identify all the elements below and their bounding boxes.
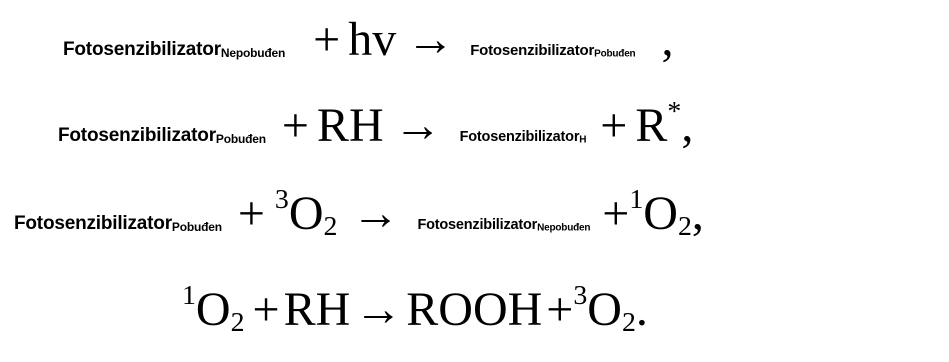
photosensitizer-ground-label: FotosenzibilizatorNepobuđen [63,39,286,60]
hydroperoxide-rooh: ROOH [406,283,543,336]
equation-peroxide-formation: 1O2 + RH → ROOH + 3O2 . [182,280,648,339]
photosensitizer-h-label: FotosenzibilizatorH [459,129,587,146]
end-period: . [635,283,648,336]
plus-sign: + [252,283,280,336]
plus-sign: + [546,283,574,336]
singlet-oxygen: 1O2 [629,184,692,243]
equation-singlet-oxygen-generation: FotosenzibilizatorPobuđen + 3O2 → Fotose… [14,184,704,243]
plus-sign: + [281,99,309,152]
plus-sign: + [602,187,630,240]
photosensitizer-excited-label: FotosenzibilizatorPobuđen [470,42,636,60]
equation-hydrogen-abstraction: FotosenzibilizatorPobuđen + RH → Fotosen… [58,96,694,153]
triplet-oxygen: 3O2 [573,280,636,339]
photosensitizer-excited-label: FotosenzibilizatorPobuđen [14,213,222,234]
reaction-arrow: → [406,13,455,66]
singlet-oxygen: 1O2 [182,280,245,339]
plus-sign: + [237,187,265,240]
radical-r: R* [635,96,682,152]
substrate-rh: RH [283,283,351,336]
photosensitizer-ground-label: FotosenzibilizatorNepobuđen [417,217,591,234]
separator-comma: , [691,187,704,240]
separator-comma: , [681,99,694,152]
reaction-arrow: → [354,283,403,336]
equation-photoexcitation: FotosenzibilizatorNepobuđen + hv → Fotos… [63,12,673,67]
plus-sign: + [600,99,628,152]
plus-sign: + [313,13,341,66]
substrate-rh: RH [316,99,384,152]
reaction-arrow: → [351,187,400,240]
triplet-oxygen: 3O2 [274,184,338,243]
photosensitizer-excited-label: FotosenzibilizatorPobuđen [58,125,266,146]
reaction-arrow: → [393,99,442,152]
photon-symbol: hv [348,13,397,66]
separator-comma: , [661,13,674,66]
